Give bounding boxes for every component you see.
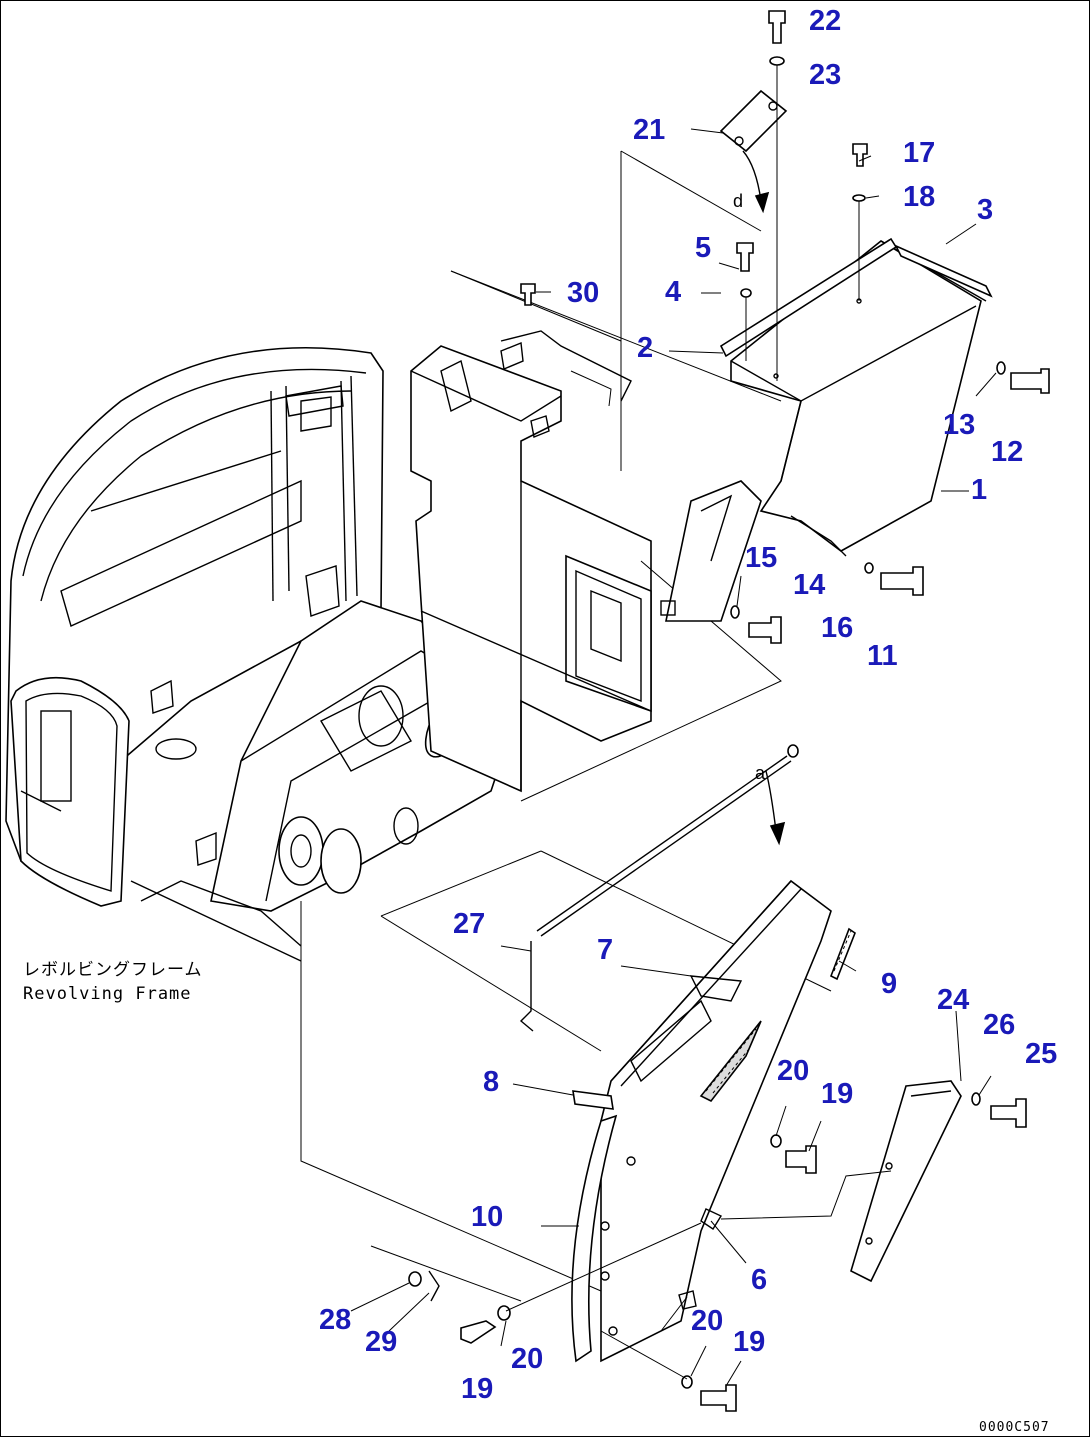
view-marker-a: a <box>755 763 766 783</box>
part-1-cover <box>660 237 993 622</box>
callout-20-upper: 20 <box>777 1055 809 1087</box>
callout-23: 23 <box>809 59 841 91</box>
part-10-trim <box>571 1114 636 1363</box>
callout-2: 2 <box>637 332 653 364</box>
callout-20-left: 20 <box>511 1343 543 1375</box>
rear-frame-cover <box>410 330 652 793</box>
callout-6: 6 <box>751 1264 767 1296</box>
callout-18: 18 <box>903 181 935 213</box>
callout-15: 15 <box>745 542 777 574</box>
callout-10: 10 <box>471 1201 503 1233</box>
callout-25: 25 <box>1025 1038 1057 1070</box>
callout-11: 11 <box>867 640 898 672</box>
callout-19-left: 19 <box>461 1373 493 1405</box>
upper-fasteners <box>520 10 1050 644</box>
part-24-bracket <box>850 1080 962 1283</box>
callout-22: 22 <box>809 5 841 37</box>
view-marker-d: d <box>733 191 743 211</box>
callout-30: 30 <box>567 277 599 309</box>
frame-label-japanese: レボルビングフレーム <box>23 960 203 980</box>
callout-4: 4 <box>665 276 681 308</box>
callout-16: 16 <box>821 612 853 644</box>
callout-26: 26 <box>983 1009 1015 1041</box>
callout-19-upper: 19 <box>821 1078 853 1110</box>
callout-numbers: 22 23 21 17 18 3 5 4 30 2 13 12 1 15 14 … <box>319 5 1057 1405</box>
callout-13: 13 <box>943 409 975 441</box>
callout-20-right: 20 <box>691 1305 723 1337</box>
drawing-reference-code: 0000C507 <box>979 1420 1050 1435</box>
callout-8: 8 <box>483 1066 499 1098</box>
callout-7: 7 <box>597 934 613 966</box>
callout-5: 5 <box>695 232 711 264</box>
callout-9: 9 <box>881 968 897 1000</box>
callout-19-right: 19 <box>733 1326 765 1358</box>
part-27-rod <box>519 744 799 1032</box>
lower-fasteners <box>408 1092 1027 1412</box>
view-arrows <box>742 150 786 846</box>
callout-1: 1 <box>971 474 987 506</box>
part-21-bracket <box>719 89 788 153</box>
callout-29: 29 <box>365 1326 397 1358</box>
part-7-panel <box>572 879 856 1363</box>
callout-24: 24 <box>937 984 969 1016</box>
callout-17: 17 <box>903 137 935 169</box>
callout-21: 21 <box>633 114 665 146</box>
callout-3: 3 <box>977 194 993 226</box>
callout-14: 14 <box>793 569 825 601</box>
leader-lines <box>350 128 997 1387</box>
callout-27: 27 <box>453 908 485 940</box>
frame-label-english: Revolving Frame <box>23 984 192 1004</box>
callout-12: 12 <box>991 436 1023 468</box>
callout-28: 28 <box>319 1304 351 1336</box>
